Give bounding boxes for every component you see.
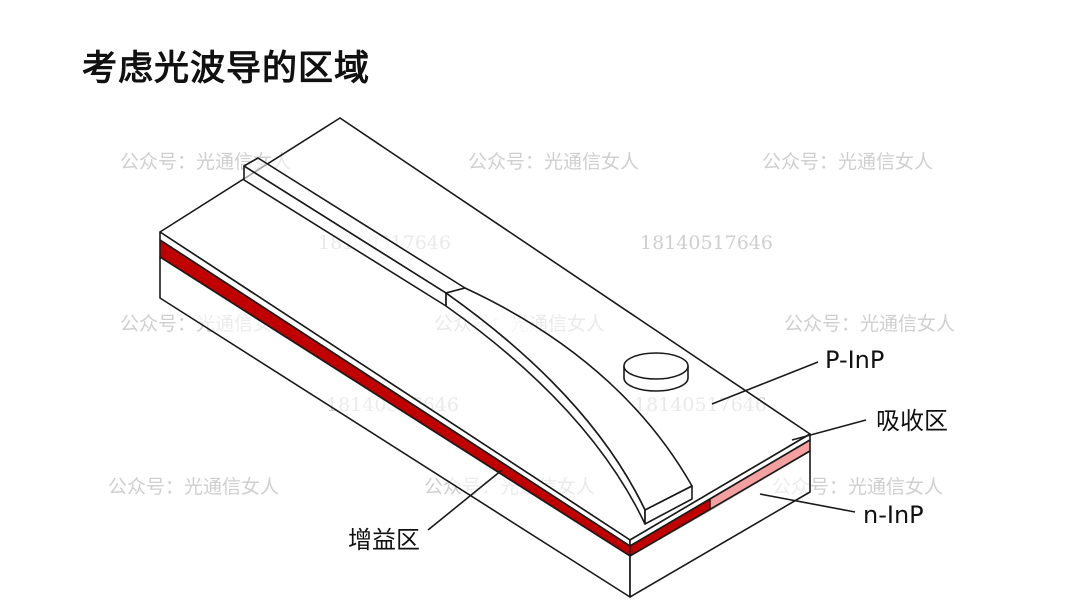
watermark-account: 公众号：光通信女人 (762, 151, 933, 173)
label-gain: 增益区 (348, 526, 420, 554)
label-n-inp: n-InP (863, 501, 924, 529)
side-substrate (629, 450, 811, 598)
watermark-phone: 18140517646 (640, 232, 773, 254)
watermark-account: 公众号：光通信女人 (468, 151, 639, 173)
leader-gain (427, 469, 503, 531)
page-title: 考虑光波导的区域 (82, 49, 371, 89)
contact-pad (623, 352, 689, 392)
label-absorb: 吸收区 (876, 407, 948, 435)
leader-absorb (791, 419, 867, 441)
watermark-account: 公众号：光通信女人 (772, 476, 943, 498)
leader-p-inp (711, 361, 819, 405)
ridge-end-face (644, 485, 693, 525)
watermark-account: 公众号：光通信女人 (108, 476, 279, 498)
watermark-account: 公众号：光通信女人 (784, 313, 955, 335)
leader-n-inp (759, 493, 856, 513)
label-p-inp: P-InP (825, 346, 884, 374)
